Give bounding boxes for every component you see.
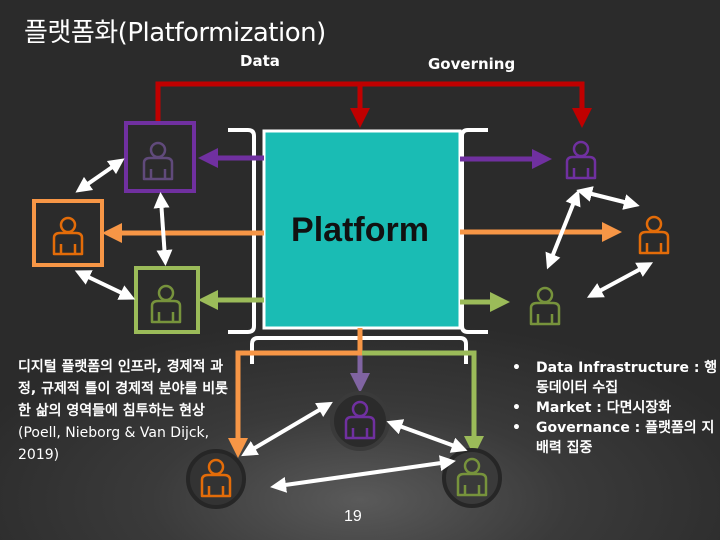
page-number: 19 (344, 508, 362, 525)
bullet-market: Market : 다면시장화 (510, 398, 720, 418)
bullet-governance: Governance : 플랫폼의 지배력 집중 (510, 418, 720, 458)
platform-functions-list: Data Infrastructure : 행동데이터 수집 Market : … (510, 358, 720, 458)
bottom-purple-user (330, 391, 390, 451)
left-purple-user (124, 121, 196, 193)
platform-label: Platform (291, 211, 429, 249)
bullet-data-infrastructure: Data Infrastructure : 행동데이터 수집 (510, 358, 720, 398)
bottom-green-user (442, 448, 502, 508)
right-purple-user (565, 140, 597, 180)
bottom-orange-user (186, 449, 246, 509)
data-governing-flow (155, 81, 592, 128)
right-green-user (529, 286, 561, 326)
user-interaction-arrows (74, 158, 654, 493)
platform-box (262, 129, 462, 330)
platformization-definition: 디지털 플랫폼의 인프라, 경제적 과정, 규제적 틀이 경제적 분야를 비롯한… (18, 356, 238, 466)
data-label: Data (240, 52, 280, 70)
left-orange-user (32, 199, 104, 267)
slide-title: 플랫폼화(Platformization) (24, 18, 326, 48)
governing-label: Governing (428, 55, 516, 73)
definition-text: 디지털 플랫폼의 인프라, 경제적 과정, 규제적 틀이 경제적 분야를 비롯한… (18, 359, 229, 419)
left-green-user (134, 266, 200, 334)
right-orange-user (638, 215, 670, 255)
definition-citation: (Poell, Nieborg & Van Dijck, 2019) (18, 425, 210, 463)
